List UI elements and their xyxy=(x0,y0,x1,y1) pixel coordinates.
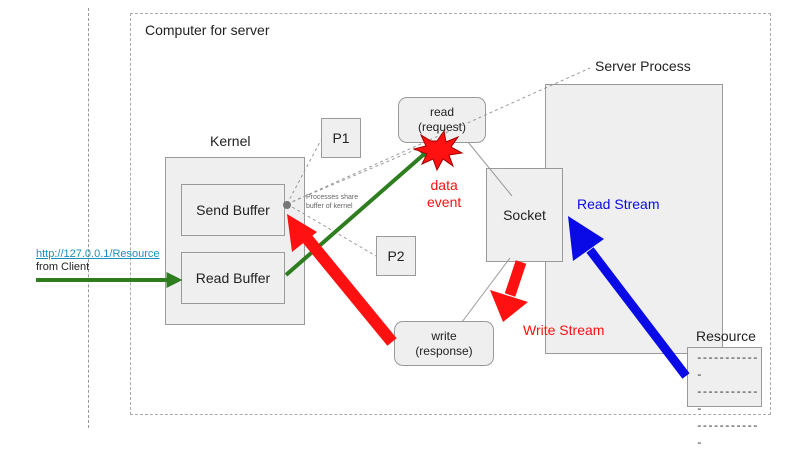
resource-to-socket-arrow-shaft xyxy=(586,247,690,379)
read-socket-connector xyxy=(467,141,513,197)
server-process-title: Server Process xyxy=(595,58,691,74)
write-response-line1: write xyxy=(431,328,457,343)
client-from-label: from Client xyxy=(36,261,90,273)
read-buffer-to-request-arrow xyxy=(284,144,435,277)
resource-to-socket-arrowhead xyxy=(568,216,604,261)
data-event-line2: event xyxy=(427,194,462,210)
socket-label: Socket xyxy=(503,207,546,223)
share-note-line2: buffer of kernel xyxy=(306,203,353,210)
write-socket-connector xyxy=(461,257,511,323)
client-url-link[interactable]: http://127.0.0.1/Resource xyxy=(36,248,160,260)
data-event-starburst-icon xyxy=(412,129,464,172)
read-stream-label: Read Stream xyxy=(577,196,660,212)
write-to-send-buffer-arrow-shaft xyxy=(300,232,397,346)
write-response-line2: (response) xyxy=(415,343,473,358)
dotted-request-connector xyxy=(286,140,437,205)
resource-title: Resource xyxy=(696,328,756,344)
read-request-box: read (request) xyxy=(398,97,486,143)
diagram-connectors xyxy=(36,67,690,379)
socket-box: Socket xyxy=(486,168,563,262)
data-event-label: data event xyxy=(427,177,461,211)
send-buffer-box: Send Buffer xyxy=(181,184,285,236)
read-request-line1: read xyxy=(429,105,455,119)
server-computer-container xyxy=(130,13,771,415)
socket-to-write-arrowhead xyxy=(490,290,528,322)
process-p1-label: P1 xyxy=(332,130,350,146)
share-point-dot xyxy=(283,201,291,209)
process-p2-box: P2 xyxy=(376,236,416,276)
dotted-server-process-connector xyxy=(286,67,591,205)
dotted-p1-connector xyxy=(286,139,322,205)
read-buffer-label: Read Buffer xyxy=(195,270,271,286)
socket-to-write-arrow-shaft xyxy=(504,260,527,297)
left-dashed-separator xyxy=(88,8,89,428)
resource-box: ------------ ------------ ------------ xyxy=(687,347,762,450)
resource-line-2: ------------ xyxy=(696,387,759,416)
write-to-send-buffer-arrowhead xyxy=(287,214,317,252)
container-title: Computer for server xyxy=(145,22,270,38)
write-stream-label: Write Stream xyxy=(523,322,605,338)
process-p1-box: P1 xyxy=(321,118,361,158)
kernel-title: Kernel xyxy=(210,133,251,149)
read-buffer-box: Read Buffer xyxy=(181,252,285,304)
resource-line-1: ------------ xyxy=(696,353,759,382)
write-response-box: write (response) xyxy=(394,321,494,366)
send-buffer-label: Send Buffer xyxy=(196,202,270,218)
share-note-line1: Processes share xyxy=(306,194,359,201)
read-request-line2: (request) xyxy=(417,120,467,134)
dotted-p2-connector xyxy=(286,203,377,257)
data-event-line1: data xyxy=(430,177,458,193)
process-p2-label: P2 xyxy=(387,248,405,264)
share-note: Processes share buffer of kernel xyxy=(306,193,358,211)
